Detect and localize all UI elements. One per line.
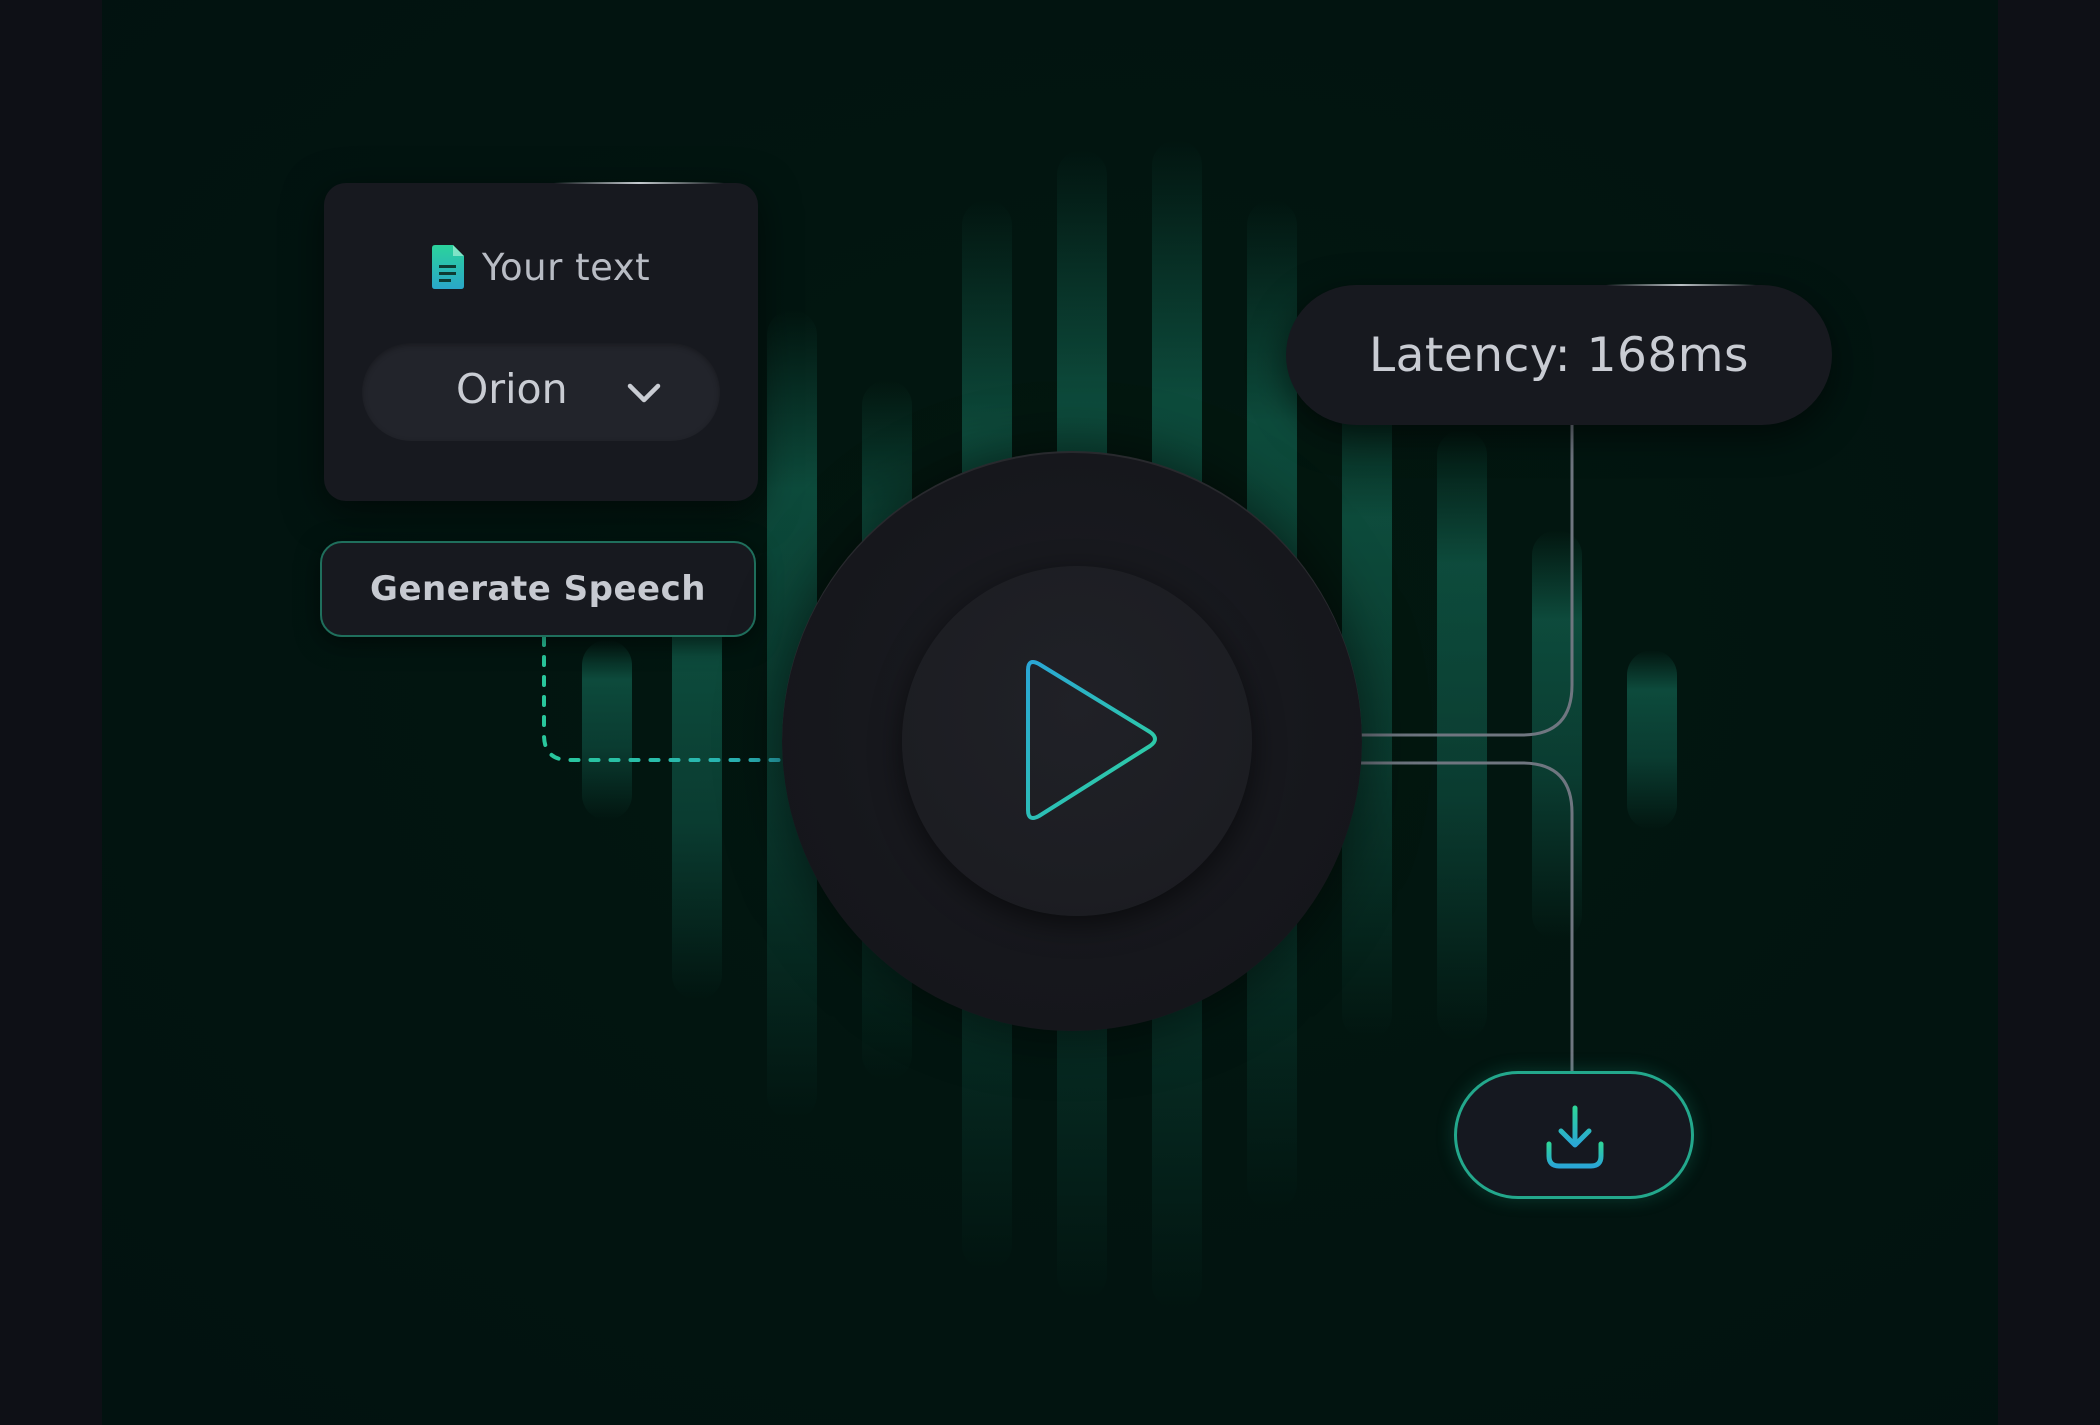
text-input-card[interactable]: Your text Orion [324, 182, 758, 501]
latency-label: Latency: 168ms [1368, 327, 1750, 383]
generate-speech-button[interactable]: Generate Speech [320, 541, 756, 637]
latency-indicator: Latency: 168ms [1286, 284, 1832, 425]
play-button[interactable] [902, 566, 1252, 916]
waveform-bar [582, 640, 632, 820]
player-to-download-connector [1247, 761, 1574, 1071]
waveform-bar [1627, 650, 1677, 830]
document-icon [431, 245, 464, 289]
play-icon [1026, 660, 1157, 820]
text-card-title: Your text [481, 245, 651, 289]
canvas: Your text Orion Generate Speech [102, 0, 1998, 1425]
voice-select-value: Orion [456, 365, 568, 413]
waveform-bar [1532, 530, 1582, 940]
audio-player [782, 451, 1362, 1031]
generate-to-player-connector [542, 635, 904, 762]
text-card-header: Your text [324, 245, 758, 289]
download-button[interactable] [1454, 1071, 1694, 1199]
player-to-latency-connector [1247, 425, 1574, 737]
download-icon [1546, 1105, 1604, 1169]
chevron-down-icon [627, 383, 661, 403]
voice-select[interactable]: Orion [362, 343, 720, 441]
generate-speech-label: Generate Speech [370, 569, 706, 609]
